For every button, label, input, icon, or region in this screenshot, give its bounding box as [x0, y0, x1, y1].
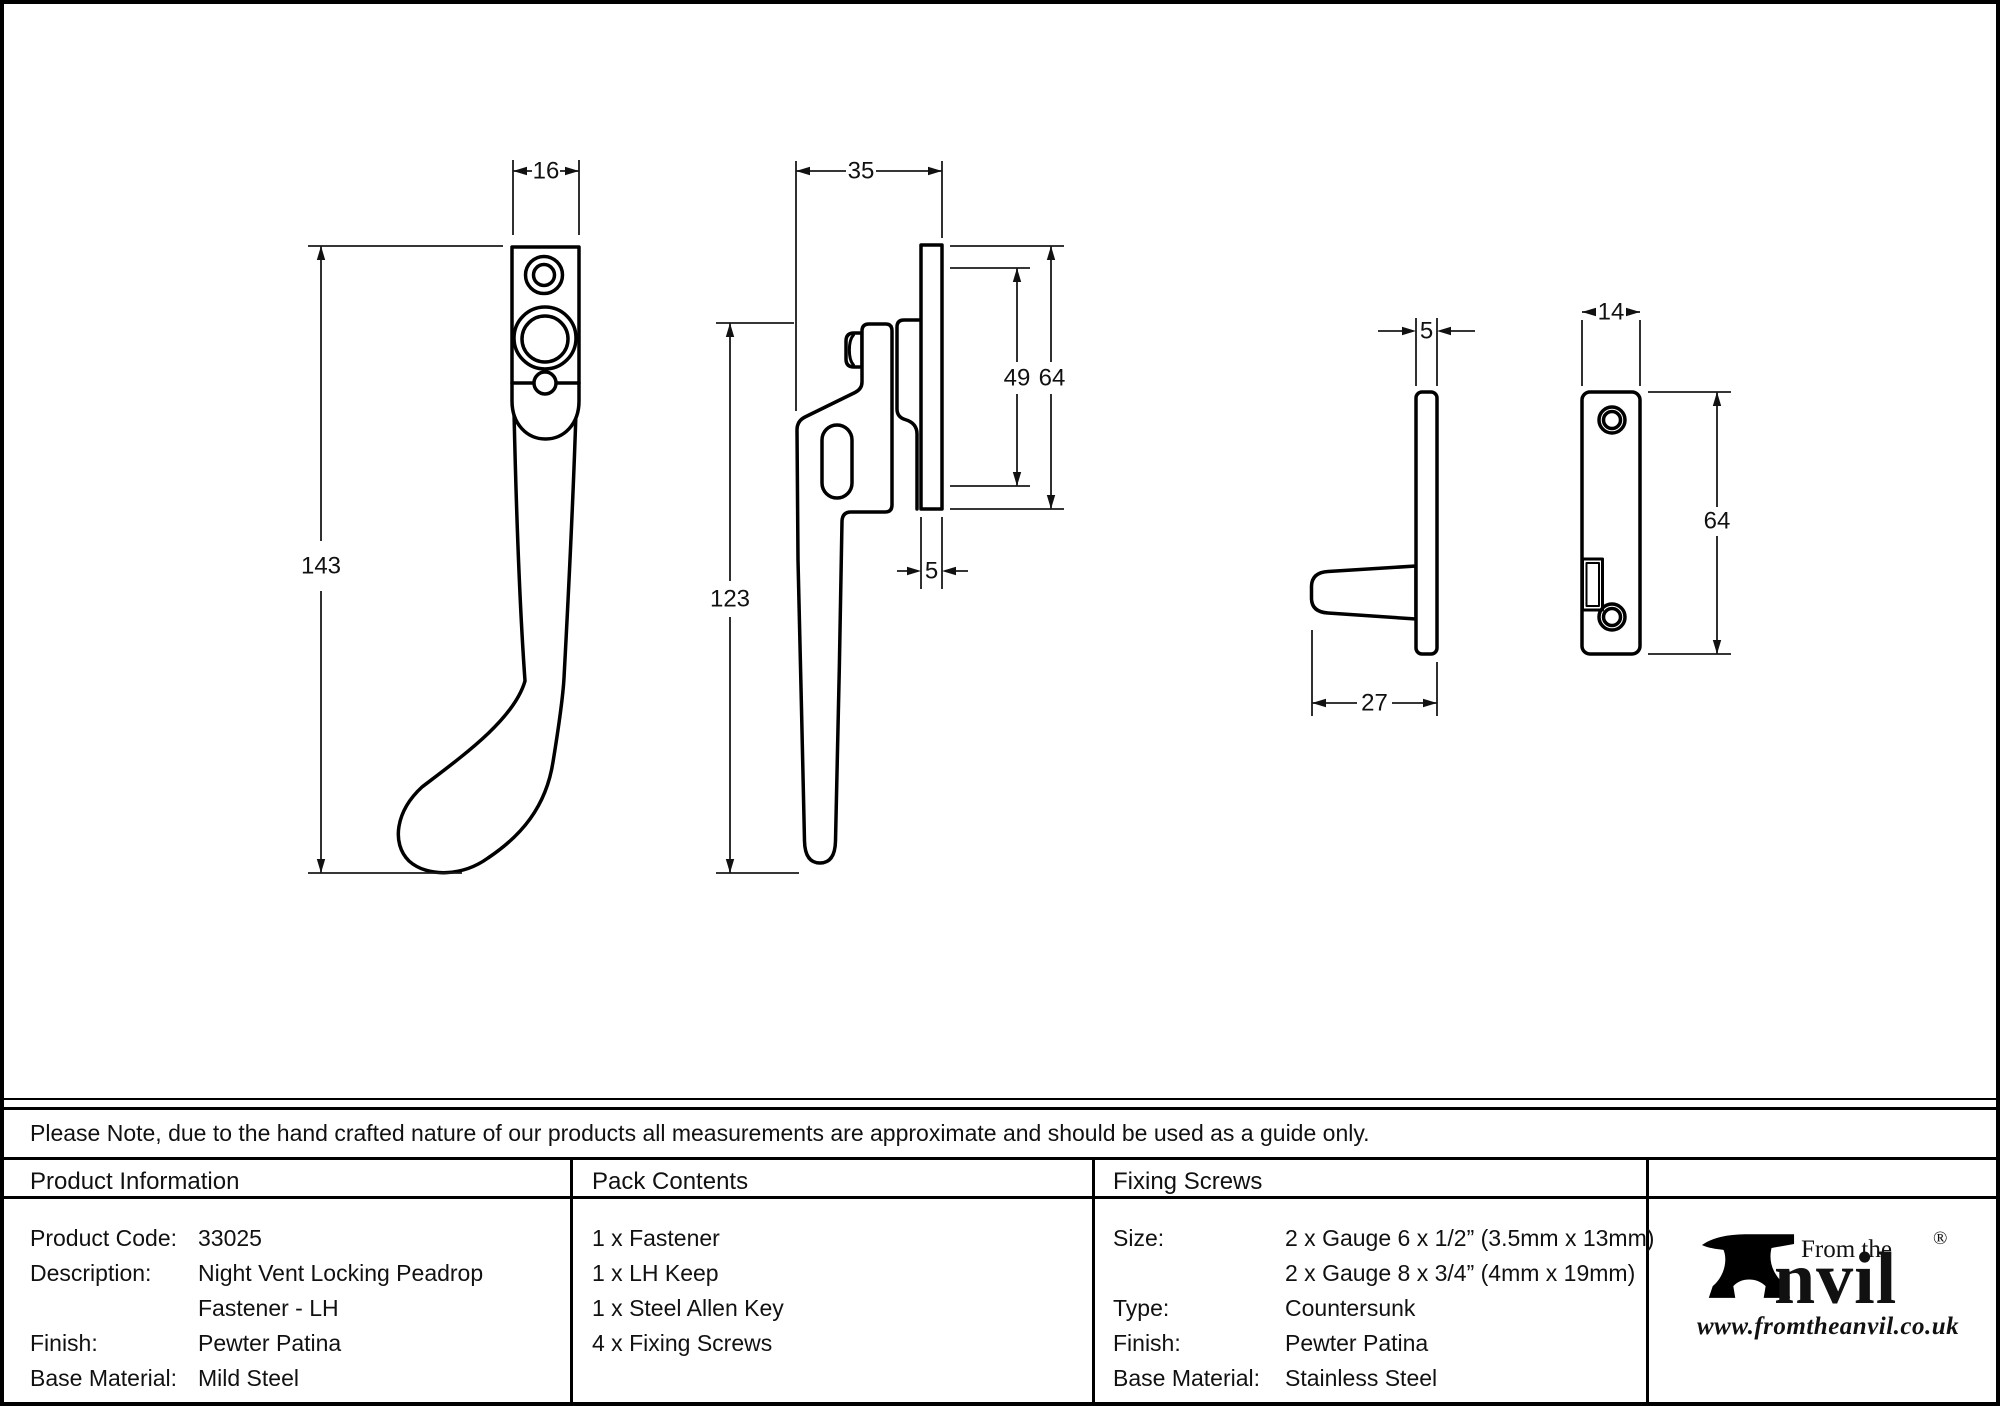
table-divider-2	[1092, 1160, 1095, 1402]
product-code-label: Product Code:	[30, 1225, 178, 1251]
dim-label-height-123: 123	[710, 586, 750, 613]
fastener-front-view	[396, 245, 581, 875]
description-label: Description:	[30, 1260, 152, 1286]
dim-label-thickness-5: 5	[925, 558, 938, 585]
keep-side-view	[1309, 390, 1439, 656]
fastener-screw-inner	[531, 262, 557, 288]
fastener-side-dimensions: 35 123 49 64 5	[710, 158, 1065, 874]
technical-drawing-canvas: 16 143	[301, 158, 1731, 875]
fastener-side-flange	[895, 318, 923, 511]
description-value-line1: Night Vent Locking Peadrop	[198, 1260, 484, 1286]
dim-label-inner-49: 49	[1004, 365, 1031, 392]
description-value-line2: Fastener - LH	[198, 1295, 339, 1321]
keep-side-dimensions: 5 27	[1311, 318, 1475, 717]
fastener-backplate	[510, 245, 581, 441]
screws-size-value-line2: 2 x Gauge 8 x 3/4” (4mm x 19mm)	[1285, 1260, 1636, 1286]
keep-screw-bottom-inner	[1601, 606, 1623, 628]
table-divider-3	[1646, 1160, 1649, 1402]
keep-front-dimensions: 14 64	[1581, 299, 1731, 655]
logo-anvil-text: nvil	[1774, 1238, 1898, 1320]
pack-item-1: 1 x Fastener	[592, 1225, 720, 1251]
keep-screw-top-outer	[1597, 405, 1627, 435]
table-divider-1	[570, 1160, 573, 1402]
keep-peg	[1309, 564, 1418, 621]
pack-item-2: 1 x LH Keep	[592, 1260, 719, 1286]
fastener-side-plate	[919, 243, 944, 511]
fastener-locking-pin-arc	[847, 333, 855, 367]
dim-label-depth-35: 35	[848, 158, 875, 185]
dim-label-keep-thickness-5: 5	[1420, 318, 1433, 345]
fastener-barrel-outer	[512, 305, 578, 371]
finish-label: Finish:	[30, 1330, 98, 1356]
screws-type-value: Countersunk	[1285, 1295, 1416, 1321]
pack-item-4: 4 x Fixing Screws	[592, 1330, 773, 1356]
fastener-front-dimensions: 16 143	[301, 158, 580, 874]
dim-label-keep-height-64: 64	[1704, 508, 1731, 535]
keep-slot-outer	[1581, 557, 1604, 612]
fastener-screw-outer	[523, 254, 565, 296]
fastener-side-view	[795, 243, 944, 865]
screws-finish-label: Finish:	[1113, 1330, 1181, 1356]
dim-label-height-143: 143	[301, 553, 341, 580]
disclaimer-text: Please Note, due to the hand crafted nat…	[30, 1120, 1370, 1146]
logo-website-url: www.fromtheanvil.co.uk	[1697, 1313, 1960, 1340]
base-material-value: Mild Steel	[198, 1365, 299, 1391]
keep-slot-inner	[1585, 562, 1600, 607]
anvil-logo-icon	[1701, 1234, 1795, 1298]
screws-size-label: Size:	[1113, 1225, 1165, 1251]
fastener-locking-pin	[844, 331, 864, 369]
dim-label-plate-64: 64	[1039, 365, 1066, 392]
fastener-handle-outline	[396, 410, 578, 875]
fastener-side-arm	[795, 322, 894, 865]
table-header-product-information: Product Information	[30, 1168, 240, 1195]
table-header-underline	[0, 1196, 2000, 1199]
keep-side-plate	[1414, 390, 1439, 656]
dim-label-keep-width-14: 14	[1598, 299, 1625, 326]
base-material-label: Base Material:	[30, 1365, 178, 1391]
screws-size-value-line1: 2 x Gauge 6 x 1/2” (3.5mm x 13mm)	[1285, 1225, 1655, 1251]
pack-item-3: 1 x Steel Allen Key	[592, 1295, 784, 1321]
fastener-pivot-circle	[532, 370, 558, 396]
keep-screw-bottom-outer	[1597, 602, 1627, 632]
finish-value: Pewter Patina	[198, 1330, 342, 1356]
table-header-pack-contents: Pack Contents	[592, 1168, 749, 1195]
keep-front-plate	[1580, 390, 1642, 656]
logo-from-the-text: From the	[1801, 1236, 1892, 1263]
keep-screw-top-inner	[1601, 409, 1623, 431]
fastener-arm-slot	[820, 423, 854, 500]
dim-label-width-16: 16	[533, 158, 560, 185]
table-header-fixing-screws: Fixing Screws	[1113, 1168, 1263, 1195]
screws-base-material-label: Base Material:	[1113, 1365, 1261, 1391]
dim-label-keep-depth-27: 27	[1361, 690, 1388, 717]
screws-base-material-value: Stainless Steel	[1285, 1365, 1438, 1391]
drawing-area-divider	[0, 1098, 2000, 1100]
screws-finish-value: Pewter Patina	[1285, 1330, 1429, 1356]
disclaimer-row: Please Note, due to the hand crafted nat…	[0, 1107, 2000, 1160]
fastener-barrel-inner	[520, 314, 570, 364]
registered-trademark-icon: ®	[1933, 1228, 1948, 1249]
product-code-value: 33025	[198, 1225, 262, 1251]
screws-type-label: Type:	[1113, 1295, 1170, 1321]
keep-front-view	[1580, 390, 1642, 656]
